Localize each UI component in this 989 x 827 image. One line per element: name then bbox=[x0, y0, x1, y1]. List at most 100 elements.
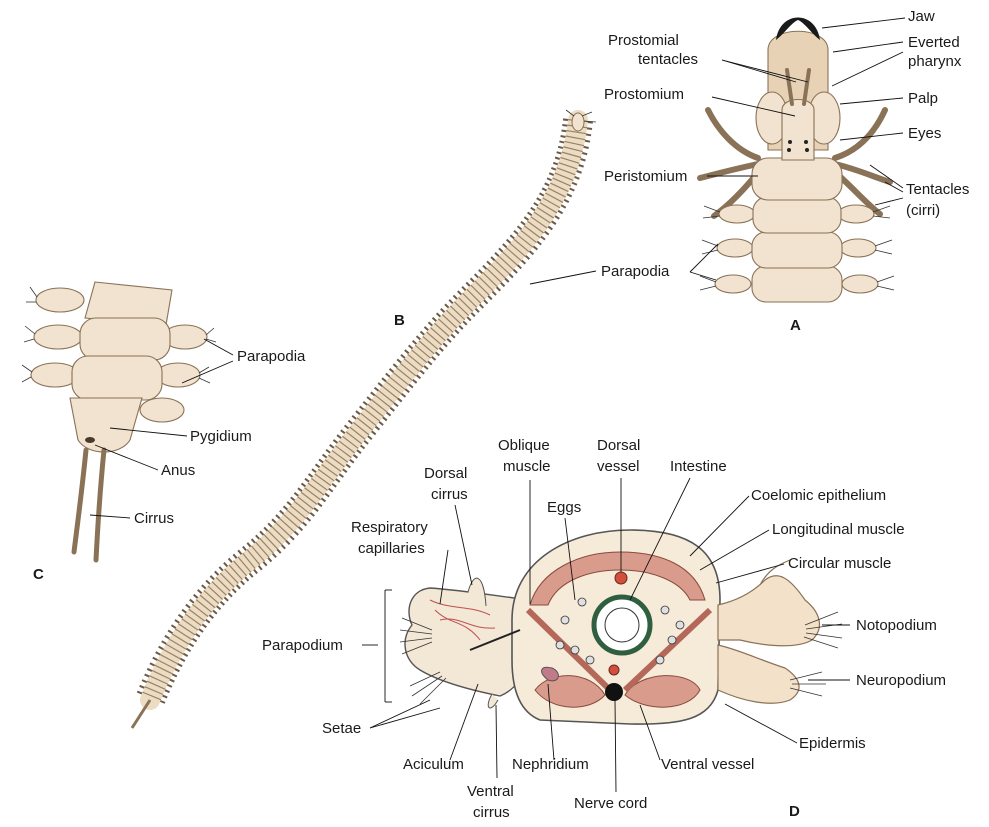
label-anus: Anus bbox=[161, 462, 195, 479]
dorsal-cirrus bbox=[467, 577, 487, 607]
intestine-lumen bbox=[604, 607, 640, 643]
segment bbox=[79, 317, 171, 361]
label-parapodia-c: Parapodia bbox=[237, 348, 306, 365]
anus bbox=[85, 437, 95, 443]
panel-label-b: B bbox=[394, 312, 405, 329]
cirrus bbox=[93, 447, 107, 563]
parapodium-left bbox=[404, 587, 531, 697]
worm-b-tail bbox=[130, 699, 152, 729]
panel-label-c: C bbox=[33, 566, 44, 583]
leader-lines bbox=[89, 17, 906, 793]
epidermis-fold bbox=[759, 559, 791, 586]
label-parapodia-a: Parapodia bbox=[601, 263, 670, 280]
dorsal-vessel bbox=[614, 571, 628, 585]
setae-c bbox=[21, 286, 217, 384]
label-prostomium: Prostomium bbox=[604, 86, 684, 103]
label-eyes: Eyes bbox=[908, 125, 941, 142]
respiratory-capillaries bbox=[429, 599, 496, 641]
label-dorsal-cirrus-line1: Dorsal bbox=[424, 465, 467, 482]
label-tentacles-line2: (cirri) bbox=[906, 202, 940, 219]
label-peristomium: Peristomium bbox=[604, 168, 687, 185]
segment bbox=[752, 196, 842, 234]
label-eggs: Eggs bbox=[547, 499, 581, 516]
longitudinal-muscle-dorsal bbox=[529, 551, 706, 606]
label-everted-pharynx-line2: pharynx bbox=[908, 53, 962, 70]
parapodium-right bbox=[837, 204, 875, 224]
label-tentacles-line1: Tentacles bbox=[906, 181, 969, 198]
label-parapodium: Parapodium bbox=[262, 637, 343, 654]
parapodium bbox=[155, 362, 201, 388]
aciculum bbox=[469, 629, 521, 651]
setae-d-right bbox=[789, 611, 843, 697]
setae-d-left bbox=[399, 617, 447, 705]
worm-a-illustration bbox=[697, 17, 895, 303]
worm-c-illustration bbox=[21, 281, 217, 563]
tentacle-cirrus bbox=[705, 107, 761, 161]
longitudinal-muscle-ventral bbox=[624, 675, 701, 708]
panel-label-d: D bbox=[789, 803, 800, 820]
label-everted-pharynx-line1: Everted bbox=[908, 34, 960, 51]
pygidium bbox=[69, 397, 143, 453]
parapodium bbox=[33, 324, 83, 350]
label-neuropodium: Neuropodium bbox=[856, 672, 946, 689]
label-dorsal-vessel-line2: vessel bbox=[597, 458, 640, 475]
label-epidermis: Epidermis bbox=[799, 735, 866, 752]
worm-b-body bbox=[140, 110, 588, 710]
parapodium-left bbox=[718, 204, 756, 224]
label-oblique-muscle-line1: Oblique bbox=[498, 437, 550, 454]
tentacle-cirrus bbox=[832, 107, 888, 161]
label-ventral-vessel: Ventral vessel bbox=[661, 756, 754, 773]
label-setae: Setae bbox=[322, 720, 361, 737]
label-ventral-cirrus-line1: Ventral bbox=[467, 783, 514, 800]
label-dorsal-cirrus-line2: cirrus bbox=[431, 486, 468, 503]
parapodium-right bbox=[841, 274, 879, 294]
parapodium bbox=[35, 287, 85, 313]
worm-b-head bbox=[565, 109, 597, 132]
label-cirrus: Cirrus bbox=[134, 510, 174, 527]
prostomial-tentacle bbox=[785, 68, 794, 106]
jaw bbox=[776, 17, 820, 40]
cross-section-d bbox=[399, 529, 843, 725]
prostomial-tentacle bbox=[802, 68, 811, 106]
eyes bbox=[787, 140, 809, 152]
label-aciculum: Aciculum bbox=[403, 756, 464, 773]
label-dorsal-vessel-line1: Dorsal bbox=[597, 437, 640, 454]
parapodium-left bbox=[714, 274, 752, 294]
ventral-vessel bbox=[608, 664, 620, 676]
prostomium bbox=[781, 98, 815, 161]
label-respiratory-capillaries-line2: capillaries bbox=[358, 540, 425, 557]
neuropodium bbox=[717, 644, 800, 704]
label-nerve-cord: Nerve cord bbox=[574, 795, 647, 812]
nephridium bbox=[541, 666, 559, 682]
segment bbox=[751, 265, 843, 303]
tentacle-cirrus bbox=[697, 161, 761, 181]
panel-label-a: A bbox=[790, 317, 801, 334]
setae-a bbox=[699, 205, 895, 291]
peristomium bbox=[751, 157, 843, 201]
parapodium-right bbox=[839, 238, 877, 258]
label-circular-muscle: Circular muscle bbox=[788, 555, 891, 572]
label-intestine: Intestine bbox=[670, 458, 727, 475]
label-prostomial-tentacles-line2: tentacles bbox=[638, 51, 698, 68]
label-oblique-muscle-line2: muscle bbox=[503, 458, 551, 475]
label-nephridium: Nephridium bbox=[512, 756, 589, 773]
notopodium bbox=[717, 575, 821, 647]
label-coelomic-epithelium: Coelomic epithelium bbox=[751, 487, 886, 504]
worm-b-illustration bbox=[130, 109, 597, 729]
cirrus bbox=[71, 447, 89, 555]
oblique-muscle bbox=[622, 607, 713, 693]
label-notopodium: Notopodium bbox=[856, 617, 937, 634]
parapodium bbox=[139, 397, 185, 423]
tentacle-cirrus bbox=[832, 161, 893, 185]
label-jaw: Jaw bbox=[908, 8, 935, 25]
label-respiratory-capillaries-line1: Respiratory bbox=[351, 519, 428, 536]
label-ventral-cirrus-line2: cirrus bbox=[473, 804, 510, 821]
label-palp: Palp bbox=[908, 90, 938, 107]
oblique-muscle bbox=[525, 607, 613, 693]
nerve-cord bbox=[605, 683, 623, 701]
label-longitudinal-muscle: Longitudinal muscle bbox=[772, 521, 905, 538]
ventral-cirrus bbox=[487, 693, 499, 709]
segment bbox=[751, 231, 843, 269]
segment bbox=[71, 355, 163, 401]
